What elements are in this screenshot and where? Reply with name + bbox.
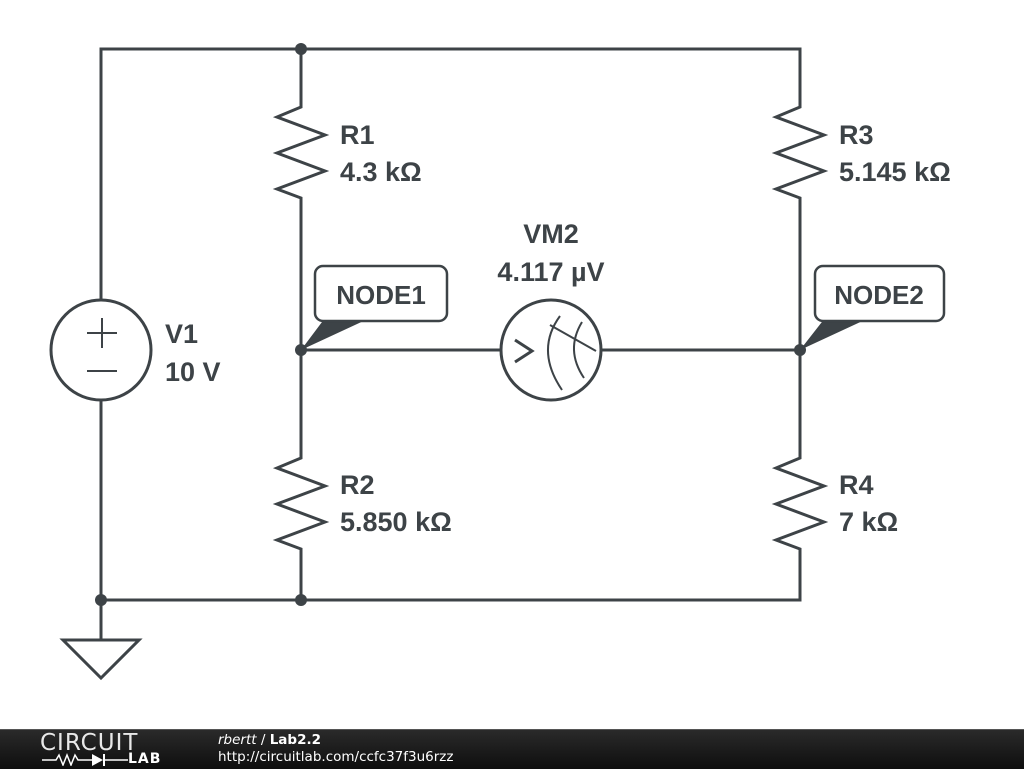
resistor-r3[interactable]: R3 5.145 kΩ (771, 95, 951, 205)
resistor-icon (272, 446, 330, 556)
voltage-source-icon (49, 298, 153, 402)
author-link[interactable]: rbertt (218, 732, 257, 748)
node-pointer-icon (800, 318, 869, 350)
vm2-value: 4.117 µV (497, 257, 604, 287)
voltage-source-v1[interactable]: V1 10 V (49, 298, 221, 402)
junction-dot (295, 43, 307, 55)
resistor-icon (272, 95, 330, 205)
resistor-icon (771, 446, 829, 556)
circuit-title[interactable]: Lab2.2 (269, 732, 321, 748)
r3-value: 5.145 kΩ (839, 157, 951, 187)
node2-text: NODE2 (834, 280, 924, 310)
r2-value: 5.850 kΩ (340, 507, 452, 537)
meter-needle-icon (549, 324, 597, 352)
wire-bottom (99, 398, 802, 602)
meter-arrow-icon (514, 338, 535, 364)
resistor-icon (771, 95, 829, 205)
resistor-r4[interactable]: R4 7 kΩ (771, 446, 898, 556)
logo-circuit-text: CIRCUIT (40, 730, 139, 756)
separator: / (256, 732, 270, 748)
logo-resistor-diode-icon (42, 752, 128, 766)
resistor-r1[interactable]: R1 4.3 kΩ (272, 95, 422, 205)
r3-name: R3 (839, 120, 874, 150)
r4-value: 7 kΩ (839, 507, 898, 537)
node1-text: NODE1 (336, 280, 426, 310)
r4-name: R4 (839, 470, 874, 500)
node-label-node2[interactable]: NODE2 (800, 264, 946, 350)
junction-dot (295, 594, 307, 606)
vm2-name: VM2 (523, 219, 579, 249)
wire-top (99, 47, 802, 302)
node-label-box (813, 264, 946, 323)
voltmeter-vm2[interactable]: VM2 4.117 µV (497, 219, 605, 402)
v1-value: 10 V (165, 357, 221, 387)
circuitlab-logo[interactable]: CIRCUIT LAB (40, 730, 180, 768)
meter-scale-icon (547, 315, 563, 391)
v1-name: V1 (165, 319, 198, 349)
r2-name: R2 (340, 470, 375, 500)
logo-lab-text: LAB (128, 751, 162, 767)
circuit-url[interactable]: http://circuitlab.com/ccfc37f3u6rzz (218, 749, 454, 765)
meter-scale-icon (573, 321, 585, 379)
wires (99, 47, 802, 642)
resistor-r2[interactable]: R2 5.850 kΩ (272, 446, 452, 556)
footer-bar: CIRCUIT LAB rbertt / Lab2.2 http://circu… (0, 729, 1024, 769)
ground-icon (59, 638, 143, 681)
r1-name: R1 (340, 120, 375, 150)
junction-dot (95, 594, 107, 606)
footer-info: rbertt / Lab2.2 http://circuitlab.com/cc… (218, 732, 453, 766)
circuit-schematic: R1 4.3 kΩ R3 5.145 kΩ R2 5.850 kΩ R4 7 k… (49, 43, 951, 681)
node-label-box (313, 264, 449, 323)
node-label-node1[interactable]: NODE1 (301, 264, 449, 350)
voltmeter-icon (499, 298, 603, 402)
r1-value: 4.3 kΩ (340, 157, 422, 187)
node-pointer-icon (301, 318, 370, 350)
